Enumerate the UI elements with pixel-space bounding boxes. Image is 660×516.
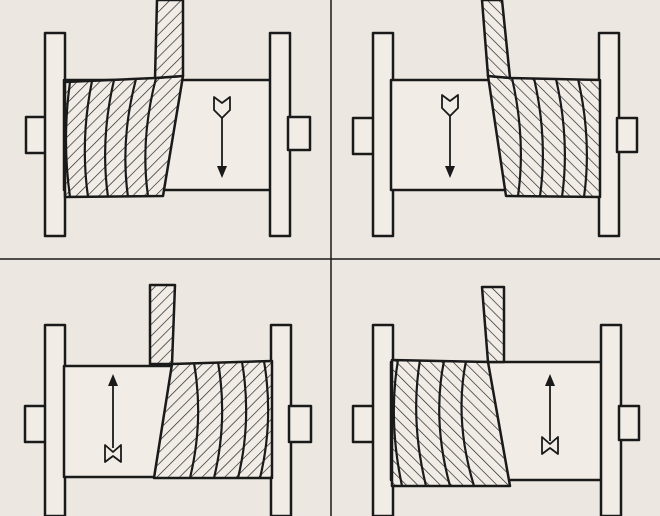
coil-strands (64, 77, 158, 198)
cable-lead (153, 0, 185, 80)
cable-coil (152, 359, 274, 480)
coil-strands (510, 77, 589, 198)
panel-bottom-left (23, 283, 313, 516)
arrow-up (104, 374, 122, 463)
arrow-down (213, 96, 231, 178)
cable-coil (390, 358, 512, 488)
left-hub (351, 404, 377, 444)
cable-lead (480, 0, 512, 80)
panel-top-right (351, 0, 639, 238)
right-hub (617, 404, 641, 442)
cable-lead (480, 285, 506, 364)
left-flange (43, 31, 67, 238)
right-hub (615, 116, 639, 154)
cable-coil (63, 74, 185, 199)
cable-coil (486, 74, 602, 199)
cable-lead (148, 283, 177, 366)
panel-top-left (24, 0, 312, 238)
left-hub (23, 404, 49, 444)
coil-strands (188, 360, 270, 479)
right-hub (287, 404, 313, 444)
left-hub (351, 116, 377, 156)
arrow-down (441, 94, 459, 178)
coil-strands (392, 359, 476, 487)
left-flange (43, 323, 67, 516)
right-hub (286, 115, 312, 152)
arrow-up (541, 374, 559, 455)
panel-bottom-right (351, 285, 641, 516)
